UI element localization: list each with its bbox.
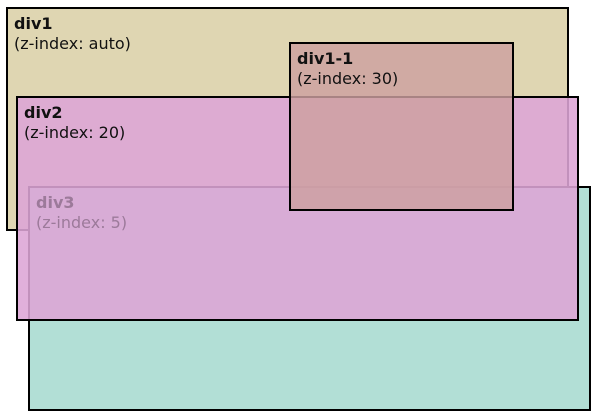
div1-title: div1: [14, 14, 53, 33]
div3-label: div3 (z-index: 5): [36, 193, 127, 233]
div2-zindex: (z-index: 20): [24, 123, 126, 142]
div3-title: div3: [36, 193, 75, 212]
div1-zindex: (z-index: auto): [14, 34, 131, 53]
div1-1-title: div1-1: [297, 49, 354, 68]
div1-1-zindex: (z-index: 30): [297, 69, 399, 88]
div3-zindex: (z-index: 5): [36, 213, 128, 232]
div2-title: div2: [24, 103, 63, 122]
div1-1-box: div1-1 (z-index: 30): [289, 42, 514, 211]
